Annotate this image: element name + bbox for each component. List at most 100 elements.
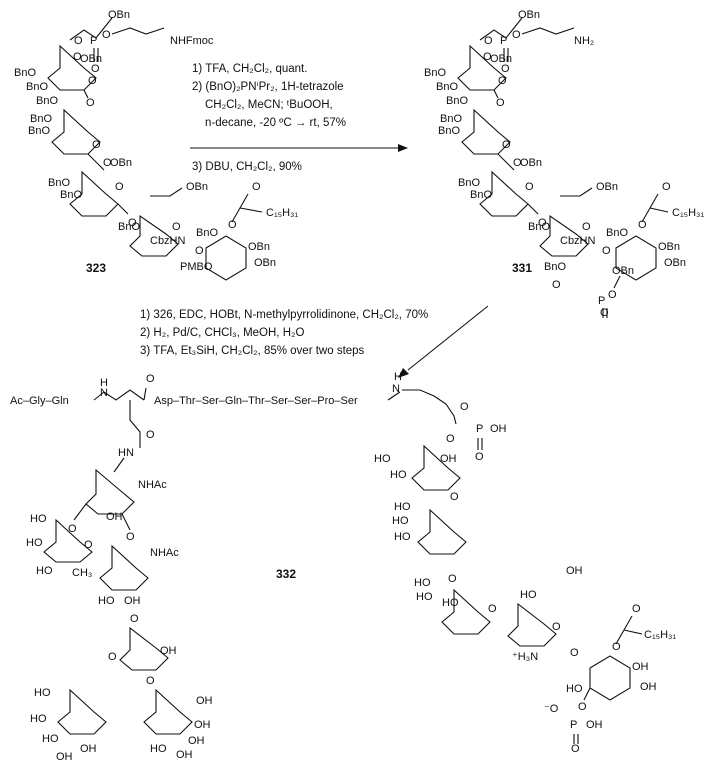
label-o: O — [488, 603, 497, 615]
label-o: O — [92, 139, 101, 151]
label-o: O — [73, 51, 82, 63]
step1-conditions: 1) TFA, CH₂Cl₂, quant. 2) (BnO)₂PNⁱPr₂, … — [192, 63, 346, 173]
label-ho: HO — [520, 589, 537, 601]
label-hn: HN — [118, 447, 134, 459]
label-nhac: NHAc — [138, 479, 167, 491]
label-o: O — [84, 539, 93, 551]
label-ho: HO — [30, 513, 47, 525]
label-oh: OH — [586, 719, 603, 731]
label-o: O — [662, 181, 671, 193]
label-obn: OBn — [248, 241, 270, 253]
label-o: O — [608, 289, 617, 301]
label-obn: OBn — [520, 157, 542, 169]
label-bno: BnO — [440, 113, 462, 125]
label-o: O — [512, 29, 521, 41]
compound-331-label: 331 — [512, 261, 532, 275]
label-bno: BnO — [26, 81, 48, 93]
label-o: O — [632, 603, 641, 615]
label-bno: BnO — [60, 189, 82, 201]
label-oh: OH — [632, 661, 649, 673]
label-o: O — [108, 651, 117, 663]
reaction-arrow-2-head — [398, 368, 409, 378]
label-ho: HO — [394, 531, 411, 543]
label-nhac: NHAc — [150, 547, 179, 559]
label-o: O — [496, 97, 505, 109]
label-oh: OH — [56, 751, 73, 762]
label-obn: OBn — [108, 9, 130, 21]
compound-323-label: 323 — [86, 261, 106, 275]
label-bno: BnO — [544, 261, 566, 273]
compound-332-label: 332 — [276, 567, 296, 581]
label-obn: OBn — [490, 53, 512, 65]
label-ho: HO — [36, 565, 53, 577]
label-o: O — [86, 97, 95, 109]
label-cbzhn: CbzHN — [150, 235, 186, 247]
label-oh: OH — [490, 423, 507, 435]
label-oh: OH — [188, 735, 205, 747]
label-o: O — [195, 245, 204, 257]
label-o: O — [552, 279, 561, 291]
label-bno: BnO — [436, 81, 458, 93]
label-bno: BnO — [118, 221, 140, 233]
label-obn: OBn — [596, 181, 618, 193]
label-ho: HO — [442, 597, 459, 609]
label-n: N — [100, 387, 108, 399]
step1-line-5: 3) DBU, CH₂Cl₂, 90% — [192, 161, 302, 173]
reaction-arrow-1-head — [398, 144, 408, 152]
label-p: P — [476, 423, 483, 435]
label-bno: BnO — [14, 67, 36, 79]
label-o: O — [130, 613, 139, 625]
label-bno: BnO — [28, 125, 50, 137]
label-o: O — [570, 647, 579, 659]
label-nh2: NH₂ — [574, 35, 594, 47]
label-o: O — [483, 51, 492, 63]
label-obn: OBn — [658, 241, 680, 253]
label-o: O — [475, 451, 484, 463]
label-o: O — [102, 29, 111, 41]
label-o: O — [638, 219, 647, 231]
label-o: O — [252, 181, 261, 193]
label-oh: OH — [440, 453, 457, 465]
label-ho: HO — [150, 743, 167, 755]
label-o: O — [146, 675, 155, 687]
label-o: O — [513, 157, 522, 169]
label-ominus: ⁻O — [544, 703, 559, 715]
label-h: H — [394, 371, 402, 383]
compound-332-structure: Ac–Gly–Gln H N O Asp–Thr–Ser–Gln–Thr–Ser… — [10, 371, 677, 762]
label-ho: HO — [26, 537, 43, 549]
reaction-arrow-2 — [407, 305, 489, 371]
label-o: O — [446, 433, 455, 445]
label-o: O — [228, 219, 237, 231]
label-bno: BnO — [606, 227, 628, 239]
label-p: P — [500, 35, 507, 47]
label-n: N — [392, 383, 400, 395]
label-o: O — [525, 181, 534, 193]
label-ho: HO — [374, 453, 391, 465]
label-o: O — [126, 531, 135, 543]
label-ho: HO — [414, 577, 431, 589]
label-obn: OBn — [80, 53, 102, 65]
label-o: O — [501, 63, 510, 75]
label-obn: OBn — [186, 181, 208, 193]
label-o: O — [460, 401, 469, 413]
label-o: O — [74, 35, 83, 47]
label-o: O — [578, 701, 587, 713]
label-oh: OH — [176, 749, 193, 761]
step2-line-1: 1) 326, EDC, HOBt, N-methylpyrrolidinone… — [140, 309, 428, 321]
label-o: O — [600, 307, 609, 319]
label-ho: HO — [392, 515, 409, 527]
label-ho: HO — [390, 469, 407, 481]
step2-line-3: 3) TFA, Et₃SiH, CH₂Cl₂, 85% over two ste… — [140, 345, 365, 357]
label-o: O — [582, 221, 591, 233]
label-o: O — [484, 35, 493, 47]
label-bno: BnO — [36, 95, 58, 107]
label-bno: BnO — [438, 125, 460, 137]
label-obn: OBn — [254, 257, 276, 269]
label-o: O — [172, 221, 181, 233]
label-cbzhn: CbzHN — [560, 235, 596, 247]
step1-line-3: CH₂Cl₂, MeCN; ᵗBuOOH, — [205, 99, 333, 111]
label-ch3: CH₃ — [72, 567, 92, 579]
label-ho: HO — [42, 733, 59, 745]
label-ho: HO — [98, 595, 115, 607]
